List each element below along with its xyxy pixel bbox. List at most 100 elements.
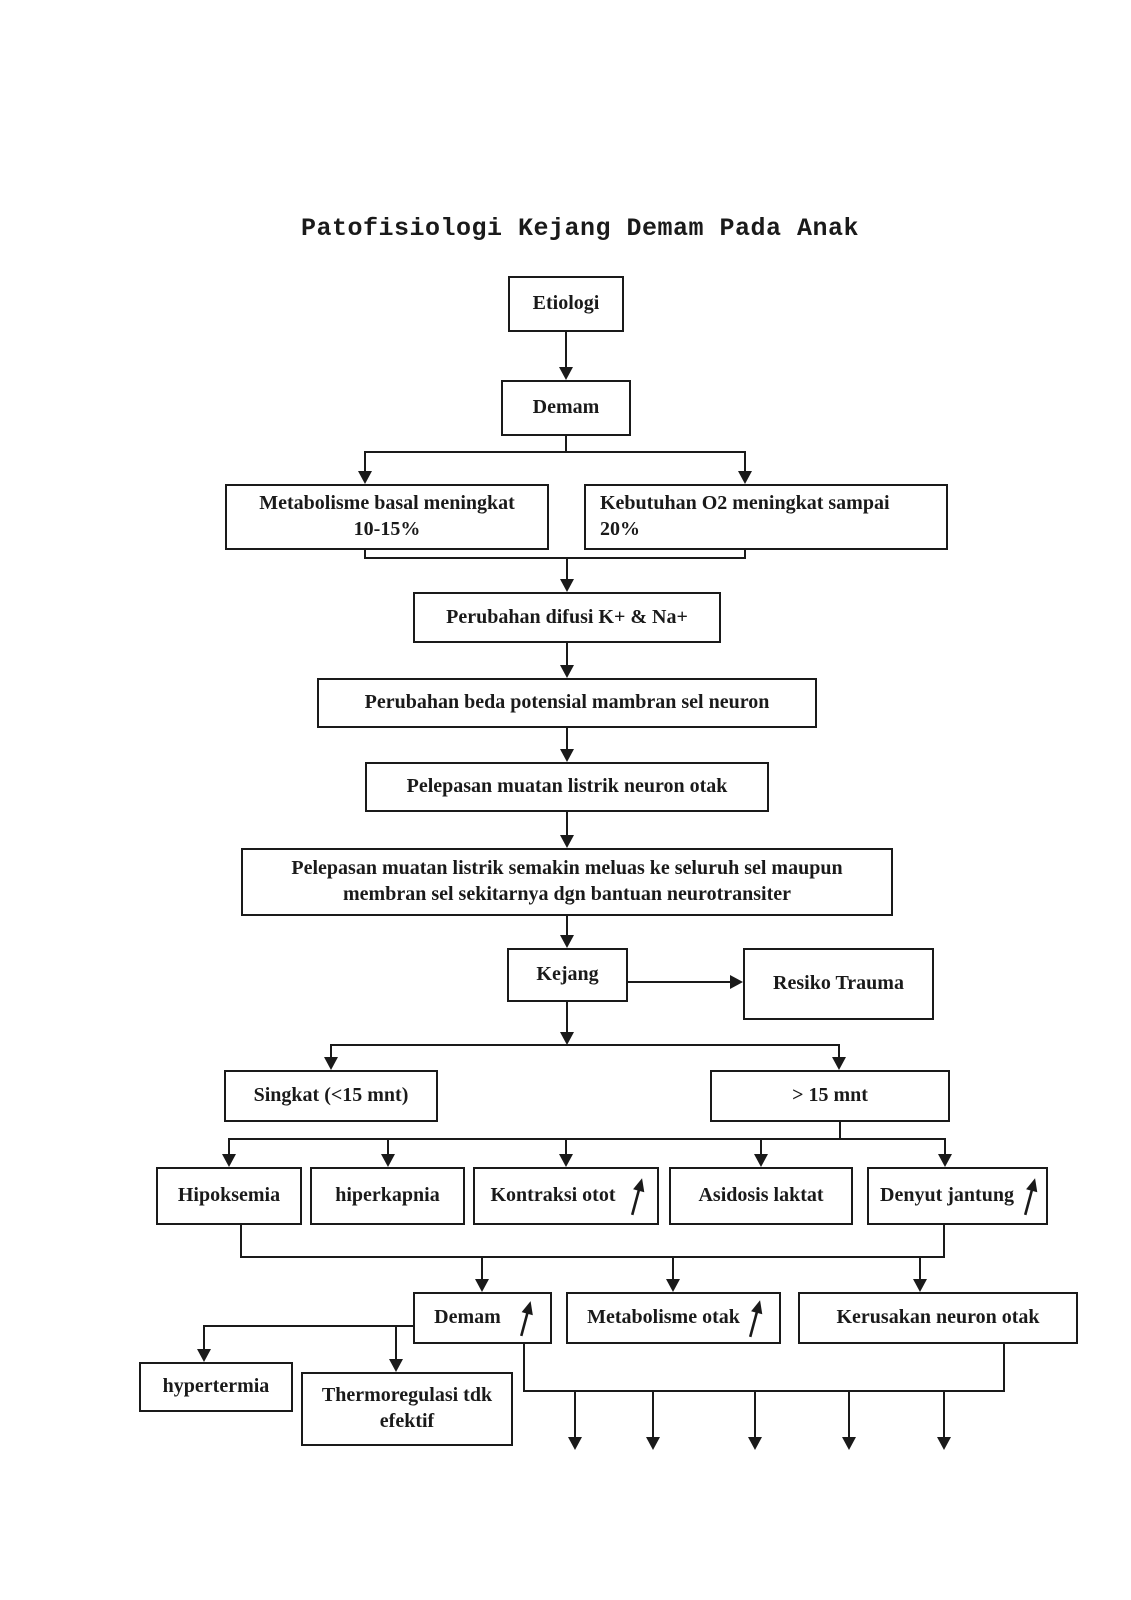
arrowhead-down bbox=[754, 1154, 768, 1167]
node-label: Pelepasan muatan listrik neuron otak bbox=[406, 775, 728, 798]
arrowhead-down bbox=[381, 1154, 395, 1167]
node-hypertermia: hypertermia bbox=[139, 1362, 293, 1412]
node-label: > 15 mnt bbox=[792, 1084, 868, 1107]
node-perubahan-beda-potensial: Perubahan beda potensial mambran sel neu… bbox=[317, 678, 817, 728]
connector-line bbox=[839, 1122, 841, 1140]
arrowhead-down bbox=[913, 1279, 927, 1292]
connector-line bbox=[943, 1392, 945, 1438]
increase-arrow-icon bbox=[741, 1297, 769, 1340]
node-label: Perubahan beda potensial mambran sel neu… bbox=[364, 691, 770, 714]
node-label-line2: 10-15% bbox=[353, 518, 421, 540]
connector-line bbox=[628, 981, 731, 983]
connector-line bbox=[481, 1256, 483, 1280]
arrowhead-down bbox=[222, 1154, 236, 1167]
arrowhead-down bbox=[666, 1279, 680, 1292]
connector-line bbox=[364, 550, 366, 559]
node-lebih-15-mnt: > 15 mnt bbox=[710, 1070, 950, 1122]
connector-line bbox=[566, 557, 568, 580]
connector-line bbox=[523, 1390, 1005, 1392]
connector-line bbox=[744, 550, 746, 559]
node-kejang: Kejang bbox=[507, 948, 628, 1002]
arrowhead-right bbox=[730, 975, 743, 989]
connector-line bbox=[565, 1138, 567, 1155]
node-label-line2: 20% bbox=[600, 518, 640, 540]
connector-line bbox=[566, 643, 568, 666]
connector-line bbox=[838, 1044, 840, 1058]
node-kebutuhan-o2: Kebutuhan O2 meningkat sampai 20% bbox=[584, 484, 948, 550]
arrowhead-down bbox=[358, 471, 372, 484]
arrowhead-down bbox=[560, 835, 574, 848]
node-label-line2: membran sel sekitarnya dgn bantuan neuro… bbox=[343, 883, 791, 905]
arrowhead-down bbox=[938, 1154, 952, 1167]
connector-line bbox=[943, 1225, 945, 1258]
node-label: Resiko Trauma bbox=[773, 972, 904, 995]
arrowhead-down bbox=[560, 1032, 574, 1045]
connector-line bbox=[744, 451, 746, 472]
arrowhead-down bbox=[738, 471, 752, 484]
node-metabolisme-otak: Metabolisme otak bbox=[566, 1292, 781, 1344]
connector-line bbox=[1003, 1344, 1005, 1392]
connector-line bbox=[203, 1325, 413, 1327]
node-label-line1: Pelepasan muatan listrik semakin meluas … bbox=[291, 857, 843, 880]
connector-line bbox=[566, 812, 568, 836]
arrowhead-down bbox=[197, 1349, 211, 1362]
connector-line bbox=[672, 1256, 674, 1280]
node-label: Singkat (<15 mnt) bbox=[253, 1084, 409, 1107]
node-denyut-jantung: Denyut jantung bbox=[867, 1167, 1048, 1225]
connector-line bbox=[228, 1138, 230, 1155]
arrowhead-down bbox=[560, 749, 574, 762]
arrowhead-down bbox=[475, 1279, 489, 1292]
connector-line bbox=[848, 1392, 850, 1438]
arrowhead-down bbox=[324, 1057, 338, 1070]
arrowhead-down bbox=[568, 1437, 582, 1450]
arrowhead-down bbox=[842, 1437, 856, 1450]
node-asidosis-laktat: Asidosis laktat bbox=[669, 1167, 853, 1225]
node-kontraksi-otot: Kontraksi otot bbox=[473, 1167, 659, 1225]
node-label-line1: Kebutuhan O2 meningkat sampai bbox=[600, 492, 890, 515]
arrowhead-down bbox=[560, 665, 574, 678]
node-kerusakan-neuron: Kerusakan neuron otak bbox=[798, 1292, 1078, 1344]
arrowhead-down bbox=[389, 1359, 403, 1372]
increase-arrow-icon bbox=[1016, 1175, 1044, 1218]
connector-line bbox=[240, 1256, 945, 1258]
arrowhead-down bbox=[937, 1437, 951, 1450]
connector-line bbox=[652, 1392, 654, 1438]
node-label: Demam bbox=[434, 1306, 501, 1329]
connector-line bbox=[565, 436, 567, 452]
arrowhead-down bbox=[748, 1437, 762, 1450]
node-pelepasan-muatan: Pelepasan muatan listrik neuron otak bbox=[365, 762, 769, 812]
connector-line bbox=[203, 1325, 205, 1350]
connector-line bbox=[760, 1138, 762, 1155]
connector-line bbox=[240, 1225, 242, 1258]
node-label: Kontraksi otot bbox=[490, 1184, 616, 1207]
node-singkat: Singkat (<15 mnt) bbox=[224, 1070, 438, 1122]
node-etiologi: Etiologi bbox=[508, 276, 624, 332]
node-pelepasan-meluas: Pelepasan muatan listrik semakin meluas … bbox=[241, 848, 893, 916]
node-metabolisme-basal: Metabolisme basal meningkat 10-15% bbox=[225, 484, 549, 550]
arrowhead-down bbox=[560, 579, 574, 592]
arrowhead-down bbox=[560, 935, 574, 948]
increase-arrow-icon bbox=[512, 1298, 539, 1339]
connector-line bbox=[228, 1138, 946, 1140]
node-label-line1: Thermoregulasi tdk bbox=[321, 1384, 493, 1407]
connector-line bbox=[364, 557, 746, 559]
node-label: Metabolisme otak bbox=[587, 1306, 740, 1329]
connector-line bbox=[364, 451, 366, 472]
connector-line bbox=[566, 916, 568, 936]
node-label: Hipoksemia bbox=[177, 1184, 281, 1207]
node-hipoksemia: Hipoksemia bbox=[156, 1167, 302, 1225]
node-label: hiperkapnia bbox=[335, 1184, 440, 1207]
connector-line bbox=[330, 1044, 840, 1046]
connector-line bbox=[330, 1044, 332, 1058]
node-hiperkapnia: hiperkapnia bbox=[310, 1167, 465, 1225]
arrowhead-down bbox=[559, 367, 573, 380]
node-label: Demam bbox=[532, 396, 600, 419]
node-resiko-trauma: Resiko Trauma bbox=[743, 948, 934, 1020]
connector-line bbox=[574, 1392, 576, 1438]
node-label: Kerusakan neuron otak bbox=[836, 1306, 1040, 1329]
connector-line bbox=[566, 728, 568, 750]
node-label-line2: efektif bbox=[379, 1410, 435, 1432]
increase-arrow-icon bbox=[623, 1175, 651, 1218]
arrowhead-down bbox=[646, 1437, 660, 1450]
